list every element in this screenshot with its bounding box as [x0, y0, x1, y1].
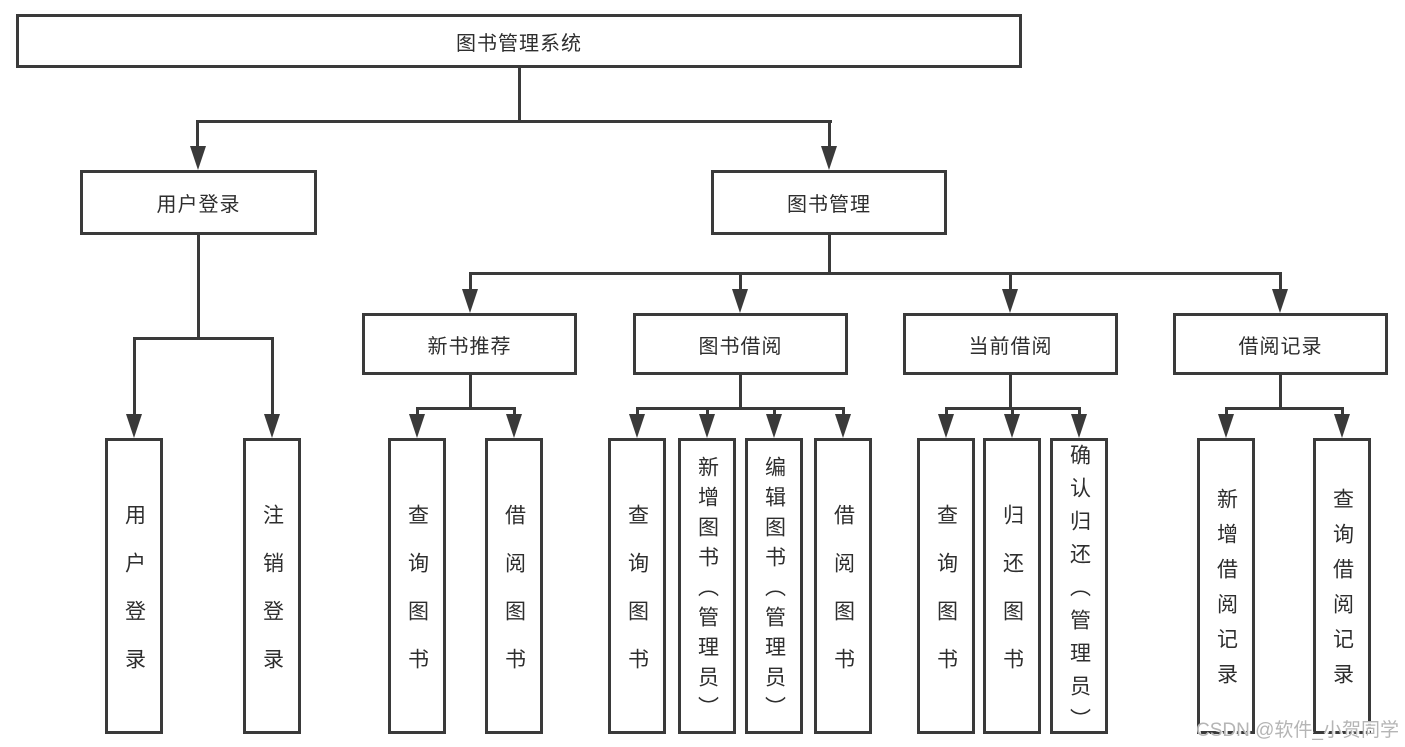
connector-stem — [416, 407, 419, 417]
node-user-login: 用户登录 — [80, 170, 317, 235]
connector-stem — [133, 337, 136, 415]
connector-stem — [1279, 272, 1282, 291]
node-label: 图书借阅 — [698, 335, 783, 358]
node-label: 新增图书（管理员） — [695, 455, 719, 726]
node-label: 图书管理系统 — [456, 32, 582, 55]
node-label: 注销登录 — [260, 503, 284, 696]
node-label: 用户登录 — [122, 503, 146, 696]
connector-branch — [1225, 407, 1344, 410]
connector-bookmgmt-drop — [828, 235, 831, 274]
node-borrowing-records: 借阅记录 — [1173, 313, 1388, 375]
node-nbr-borrow-books: 借阅图书 — [485, 438, 543, 734]
arrowhead — [462, 289, 478, 313]
connector-branch — [636, 407, 845, 410]
arrowhead — [732, 289, 748, 313]
connector-stem — [945, 407, 948, 417]
connector-stem — [1011, 407, 1014, 417]
connector-drop — [1279, 375, 1282, 409]
node-label: 图书管理 — [787, 194, 871, 216]
node-label: 新书推荐 — [427, 335, 512, 358]
node-logout: 注销登录 — [243, 438, 301, 734]
connector-root-drop — [518, 68, 521, 120]
arrowhead — [1272, 289, 1288, 313]
node-bb-borrow-books: 借阅图书 — [814, 438, 872, 734]
node-book-borrowing: 图书借阅 — [633, 313, 848, 375]
node-library-management-system: 图书管理系统 — [16, 14, 1022, 68]
node-current-borrowing: 当前借阅 — [903, 313, 1118, 375]
connector-stem — [271, 337, 274, 415]
node-new-book-recommendation: 新书推荐 — [362, 313, 577, 375]
arrowhead — [1334, 414, 1350, 438]
arrowhead — [190, 146, 206, 170]
node-label: 用户登录 — [156, 194, 241, 216]
arrowhead — [629, 414, 645, 438]
node-cb-return-books: 归还图书 — [983, 438, 1041, 734]
connector-drop — [739, 375, 742, 409]
node-label: 归还图书 — [1000, 503, 1024, 696]
csdn-watermark: CSDN @软件_小贺同学 — [1196, 720, 1399, 741]
arrowhead — [835, 414, 851, 438]
node-label: 编辑图书（管理员） — [762, 455, 786, 726]
connector-level2-branch — [197, 120, 832, 123]
connector-branch — [416, 407, 516, 410]
connector-level3-branch — [469, 272, 1281, 275]
arrowhead — [264, 414, 280, 438]
node-br-query-record: 查询借阅记录 — [1313, 438, 1371, 734]
arrowhead — [1002, 289, 1018, 313]
connector-userlogin-branch — [133, 337, 274, 340]
node-bb-edit-books-admin: 编辑图书（管理员） — [745, 438, 803, 734]
node-label: 查询图书 — [405, 503, 429, 696]
arrowhead — [1071, 414, 1087, 438]
node-label: 借阅图书 — [831, 503, 855, 696]
connector-stem — [842, 407, 845, 417]
connector-userlogin-drop — [197, 235, 200, 339]
node-label: 借阅记录 — [1238, 335, 1323, 358]
connector-stem — [1225, 407, 1228, 417]
connector-drop — [469, 375, 472, 409]
connector-stem — [1078, 407, 1081, 417]
node-cb-confirm-return-admin: 确认归还（管理员） — [1050, 438, 1108, 741]
connector-stem — [773, 407, 776, 417]
connector-stem — [706, 407, 709, 417]
arrowhead — [766, 414, 782, 438]
node-br-add-record: 新增借阅记录 — [1197, 438, 1255, 734]
node-label: 新增借阅记录 — [1214, 488, 1238, 698]
node-label: 借阅图书 — [502, 503, 526, 696]
connector-drop — [1009, 375, 1012, 409]
node-nbr-query-books: 查询图书 — [388, 438, 446, 734]
arrowhead — [938, 414, 954, 438]
arrowhead — [126, 414, 142, 438]
arrowhead — [409, 414, 425, 438]
connector-stem — [739, 272, 742, 291]
node-bb-add-books-admin: 新增图书（管理员） — [678, 438, 736, 734]
node-label: 查询图书 — [625, 503, 649, 696]
connector-stem — [636, 407, 639, 417]
connector-stem — [1341, 407, 1344, 417]
node-label: 确认归还（管理员） — [1067, 443, 1091, 741]
node-label: 查询图书 — [934, 503, 958, 696]
arrowhead — [699, 414, 715, 438]
connector-stem — [196, 120, 199, 148]
connector-stem — [513, 407, 516, 417]
arrowhead — [821, 146, 837, 170]
node-cb-query-books: 查询图书 — [917, 438, 975, 734]
node-bb-query-books: 查询图书 — [608, 438, 666, 734]
connector-stem — [469, 272, 472, 291]
node-book-management: 图书管理 — [711, 170, 947, 235]
arrowhead — [506, 414, 522, 438]
node-user-login-leaf: 用户登录 — [105, 438, 163, 734]
node-label: 查询借阅记录 — [1330, 488, 1354, 698]
connector-stem — [1009, 272, 1012, 291]
arrowhead — [1004, 414, 1020, 438]
node-label: 当前借阅 — [968, 335, 1053, 358]
arrowhead — [1218, 414, 1234, 438]
connector-stem — [828, 120, 831, 148]
